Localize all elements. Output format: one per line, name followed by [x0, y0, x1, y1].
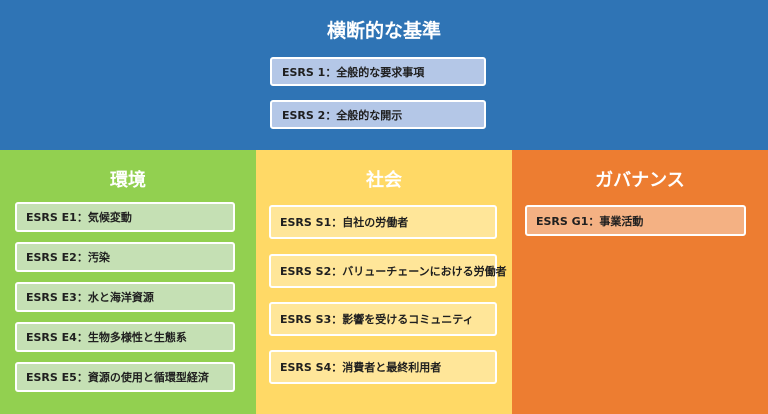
- esrs-s3-box: ESRS S3：影響を受けるコミュニティ: [269, 302, 497, 336]
- esrs-e3-box: ESRS E3：水と海洋資源: [15, 282, 235, 312]
- cross-cutting-title: 横断的な基準: [326, 20, 441, 42]
- esrs-s1-box: ESRS S1：自社の労働者: [269, 205, 497, 239]
- social-column: 社会 ESRS S1：自社の労働者 ESRS S2：バリューチェーンにおける労働…: [256, 150, 512, 414]
- governance-title: ガバナンス: [595, 170, 685, 191]
- esrs-s2-box: ESRS S2：バリューチェーンにおける労働者: [269, 254, 507, 288]
- esrs-e5-box: ESRS E5：資源の使用と循環型経済: [15, 362, 235, 392]
- cross-cutting-standards-panel: 横断的な基準 ESRS 1：全般的な要求事項 ESRS 2：全般的な開示: [0, 0, 768, 150]
- esrs-s4-box: ESRS S4：消費者と最終利用者: [269, 350, 497, 384]
- esrs-2-box: ESRS 2：全般的な開示: [270, 100, 486, 129]
- esrs-e1-box: ESRS E1：気候変動: [15, 202, 235, 232]
- environment-column: 環境 ESRS E1：気候変動 ESRS E2：汚染 ESRS E3：水と海洋資…: [0, 150, 256, 414]
- esrs-e2-box: ESRS E2：汚染: [15, 242, 235, 272]
- environment-title: 環境: [110, 170, 146, 191]
- governance-column: ガバナンス ESRS G1：事業活動: [512, 150, 768, 414]
- esrs-g1-box: ESRS G1：事業活動: [525, 205, 746, 236]
- esrs-1-box: ESRS 1：全般的な要求事項: [270, 57, 486, 86]
- social-title: 社会: [366, 170, 402, 191]
- esrs-e4-box: ESRS E4：生物多様性と生態系: [15, 322, 235, 352]
